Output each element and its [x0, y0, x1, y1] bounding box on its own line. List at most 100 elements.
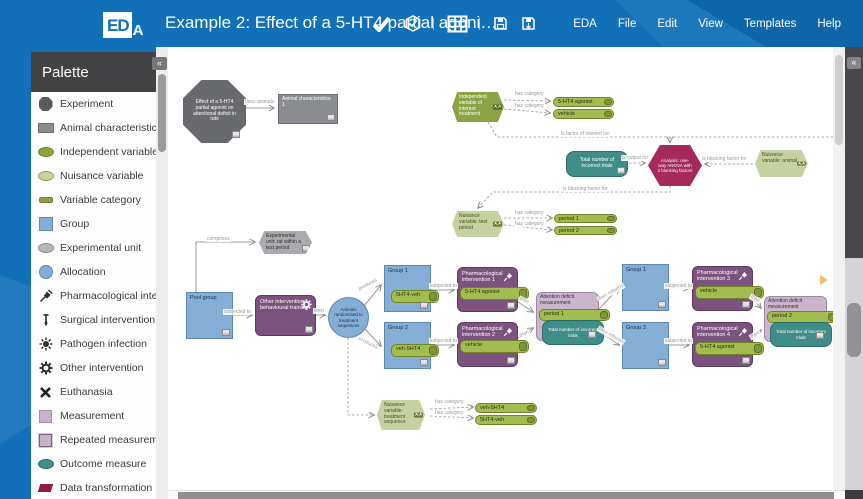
node-category-seq[interactable]: 5HT4-veh [391, 290, 439, 303]
node-experiment[interactable]: Effect of a 5-HT4 partial agonist on att… [183, 80, 246, 143]
node-measurement-period1[interactable]: Attention deficit measurement period 1 T… [536, 292, 610, 345]
review-check-icon[interactable] [404, 15, 422, 32]
category-end-icon [429, 346, 437, 355]
node-category-seq[interactable]: 5HT4-veh [475, 415, 537, 425]
category-end-icon [527, 417, 535, 423]
validate-check-icon[interactable] [372, 16, 391, 32]
octagon-icon [37, 96, 54, 112]
menu-eda[interactable]: EDA [573, 17, 597, 30]
blue-square-icon [37, 216, 54, 232]
save-as-icon[interactable] [521, 16, 536, 31]
palette-item-nuisance-variable[interactable]: Nuisance variable [31, 164, 156, 188]
palette-item-animal-characteristics[interactable]: Animal characteristics [31, 116, 156, 140]
main-menu: EDA File Edit View Templates Help [552, 18, 841, 30]
node-experimental-unit[interactable]: Experimental unit: rat within a test per… [259, 231, 312, 254]
node-category-period2[interactable]: period 2 [554, 226, 617, 235]
edge-label: subjected to [223, 309, 252, 315]
node-other-intervention[interactable]: Other intervention: behavioural training [255, 295, 316, 336]
node-category-seq[interactable]: veh-5HT4 [475, 403, 537, 413]
node-analysis[interactable]: Analysis: one-way ANOVA with 2 blocking … [648, 145, 702, 186]
menu-edit[interactable]: Edit [657, 17, 678, 30]
table-icon[interactable] [447, 15, 468, 33]
category-badge-icon: A,A [493, 103, 502, 110]
node-category-period1[interactable]: period 1 [554, 214, 617, 223]
node-nuisance-test-period[interactable]: Nuisance variable: test period A,A [452, 211, 504, 237]
menu-file[interactable]: File [617, 17, 637, 30]
node-pharm-intervention-3[interactable]: Pharmacological intervention 3 vehicle [692, 266, 764, 311]
menu-view[interactable]: View [698, 17, 723, 30]
node-pharm-intervention-4[interactable]: Pharmacological intervention 4 5-HT4 ago… [692, 322, 764, 367]
node-category-5ht4-agonist[interactable]: 5-HT4 agonist [553, 97, 614, 107]
palette-item-pathogen-infection[interactable]: Pathogen infection [31, 332, 156, 356]
olive-ellipse-icon [37, 144, 54, 160]
category-end-icon [607, 228, 615, 233]
palette-list: Experiment Animal characteristics Indepe… [31, 92, 156, 499]
node-independent-variable[interactable]: Independent variable of interest: treatm… [452, 92, 504, 122]
node-group1-left[interactable]: Group 1 5HT4-veh [384, 265, 439, 312]
node-category-vehicle[interactable]: vehicle [460, 340, 529, 353]
palette-item-data-transformation[interactable]: Data transformation [31, 476, 156, 499]
palette-item-other-intervention[interactable]: Other intervention [31, 356, 156, 380]
syringe-icon [37, 288, 54, 304]
node-outcome-measure[interactable]: Total number of incorrect trials [566, 151, 628, 177]
maroon-parallelogram-icon [37, 480, 54, 496]
edge-label: is factor of interest for [560, 131, 611, 137]
node-category-vehicle[interactable]: vehicle [695, 286, 764, 299]
node-allocation[interactable]: Animals randomised to treatment sequence… [328, 297, 369, 338]
palette-scrollbar-thumb[interactable] [158, 74, 166, 152]
syringe-icon [503, 326, 514, 339]
canvas-vertical-scrollbar-thumb[interactable] [835, 55, 843, 145]
node-pharm-intervention-2[interactable]: Pharmacological intervention 2 vehicle [457, 322, 529, 367]
node-category-agonist[interactable]: 5-HT4 agonist [695, 342, 764, 355]
palette-item-group[interactable]: Group [31, 212, 156, 236]
category-badge-icon: A,A [414, 411, 423, 418]
node-nuisance-animal[interactable]: Nuisance variable: animal A,A [755, 150, 808, 177]
node-category-agonist[interactable]: 5-HT4 agonist [460, 287, 529, 300]
palette-panel: Palette Experiment Animal characteristic… [31, 52, 156, 499]
page-scrollbar-thumb[interactable] [847, 303, 861, 357]
canvas-vertical-scrollbar[interactable] [833, 47, 845, 490]
node-nuisance-sequence[interactable]: Nuisance variable: treatment sequence A,… [377, 400, 425, 430]
category-end-icon [527, 405, 535, 411]
palette-item-pharmacological-intervention[interactable]: Pharmacological intervention [31, 284, 156, 308]
palette-item-allocation[interactable]: Allocation [31, 260, 156, 284]
palette-item-independent-variable[interactable]: Independent variable of interest [31, 140, 156, 164]
node-group3[interactable]: Group 3 [622, 322, 669, 369]
palette-item-repeated-measurement[interactable]: Repeated measurement [31, 428, 156, 452]
palette-item-outcome-measure[interactable]: Outcome measure [31, 452, 156, 476]
palette-collapse-button[interactable]: « [152, 57, 167, 70]
node-pool-group[interactable]: Pool group [186, 292, 233, 339]
node-group1-right[interactable]: Group 1 [622, 264, 669, 311]
note-icon [658, 301, 666, 308]
edge-label: has category [514, 221, 545, 227]
right-panel-collapse-button[interactable]: « [847, 57, 861, 69]
palette-item-measurement[interactable]: Measurement [31, 404, 156, 428]
note-icon [420, 302, 428, 309]
node-category-seq[interactable]: veh-5HT4 [391, 344, 439, 357]
olive-bar-icon [37, 192, 54, 208]
palette-item-experimental-unit[interactable]: Experimental unit [31, 236, 156, 260]
thistle-square-icon [37, 408, 54, 424]
palette-scrollbar[interactable] [156, 47, 168, 499]
note-icon [742, 357, 750, 364]
palette-item-variable-category[interactable]: Variable category [31, 188, 156, 212]
palette-item-experiment[interactable]: Experiment [31, 92, 156, 116]
palette-item-surgical-intervention[interactable]: Surgical intervention [31, 308, 156, 332]
node-pharm-intervention-1[interactable]: Pharmacological intervention 1 5-HT4 ago… [457, 267, 529, 312]
menu-help[interactable]: Help [817, 17, 841, 30]
edge-label: has category [514, 91, 545, 97]
node-measurement-period2[interactable]: Attention deficit measurement period 2 T… [764, 296, 833, 347]
diagram-canvas[interactable]: uses animals has category has category i… [168, 47, 833, 490]
node-category-vehicle[interactable]: vehicle [553, 109, 614, 119]
logo-ed: ED [103, 12, 132, 38]
node-group2[interactable]: Group 2 veh-5HT4 [384, 322, 439, 369]
save-icon[interactable] [493, 16, 508, 31]
category-end-icon [429, 292, 437, 301]
scrollbar-corner [845, 490, 863, 499]
canvas-horizontal-scrollbar-thumb[interactable] [178, 492, 834, 499]
node-animal-characteristics[interactable]: Animal characteristics 1 [278, 94, 338, 124]
note-icon [617, 167, 625, 174]
menu-templates[interactable]: Templates [743, 17, 797, 30]
edge-label: subjected to [429, 283, 458, 289]
palette-item-euthanasia[interactable]: Euthanasia [31, 380, 156, 404]
